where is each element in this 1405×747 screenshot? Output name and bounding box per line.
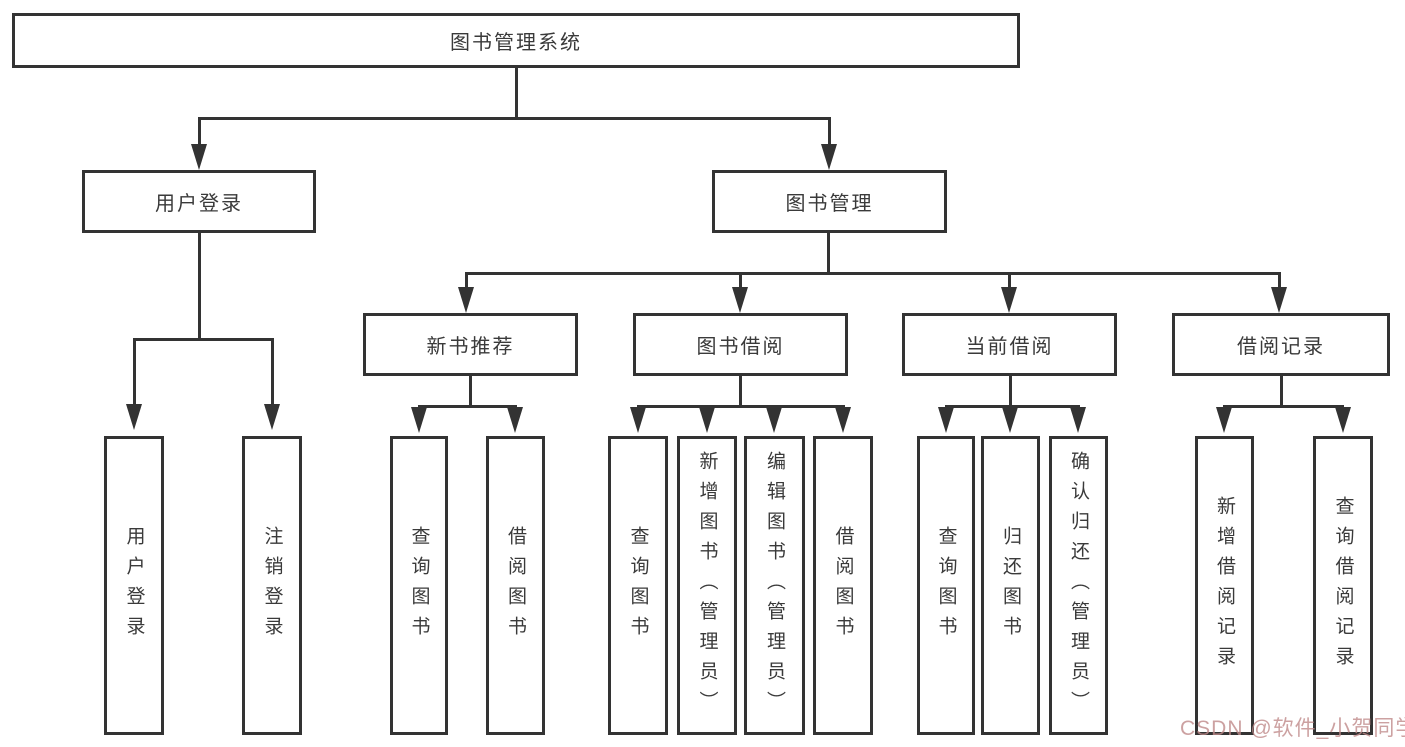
leaf-user-login-label: 用户登录 [123,525,145,646]
leaf-logout-login: 注销登录 [242,436,302,735]
connector [198,233,201,341]
node-borrowing-records: 借阅记录 [1172,313,1390,376]
node-book-management-label: 图书管理 [785,193,874,215]
node-new-book-recommend-label: 新书推荐 [426,336,515,358]
connector [1280,376,1283,407]
arrow-down-icon [411,407,427,433]
connector [637,405,845,408]
node-current-borrowing: 当前借阅 [902,313,1117,376]
watermark: CSDN @软件_小贺同学 [1180,717,1405,740]
leaf-bb-edit-books-label: 编辑图书（管理员） [764,450,785,721]
leaf-bb-edit-books: 编辑图书（管理员） [744,436,805,735]
connector [469,376,472,407]
leaf-logout-login-label: 注销登录 [261,525,283,646]
arrow-down-icon [821,144,837,170]
leaf-bb-add-books-label: 新增图书（管理员） [696,450,718,721]
arrow-down-icon [1216,407,1232,433]
connector [465,272,1281,275]
leaf-bb-query-books: 查询图书 [608,436,668,735]
leaf-nbr-borrow-books-label: 借阅图书 [505,525,526,646]
arrow-down-icon [1002,407,1018,433]
leaf-bb-borrow-books-label: 借阅图书 [832,525,854,646]
arrow-down-icon [1335,407,1351,433]
arrow-down-icon [835,407,851,433]
arrow-down-icon [191,144,207,170]
connector [418,405,517,408]
connector [271,338,274,406]
node-root-label: 图书管理系统 [450,32,582,54]
connector [739,272,742,288]
arrow-down-icon [938,407,954,433]
connector [1009,376,1012,407]
connector [1278,272,1281,288]
leaf-cb-return-books: 归还图书 [981,436,1040,735]
connector [198,117,831,120]
arrow-down-icon [264,404,280,430]
node-book-management: 图书管理 [712,170,947,233]
connector [828,117,831,147]
leaf-bb-add-books: 新增图书（管理员） [677,436,737,735]
leaf-cb-confirm-return: 确认归还（管理员） [1049,436,1108,735]
node-current-borrowing-label: 当前借阅 [965,336,1054,358]
leaf-cb-confirm-return-label: 确认归还（管理员） [1068,450,1089,721]
leaf-cb-query-books: 查询图书 [917,436,975,735]
arrow-down-icon [126,404,142,430]
connector [465,272,468,288]
leaf-nbr-query-books: 查询图书 [390,436,448,735]
connector [198,117,201,147]
connector [1008,272,1011,288]
leaf-bb-query-books-label: 查询图书 [627,525,649,646]
connector [739,376,742,407]
leaf-br-query-record-label: 查询借阅记录 [1332,495,1354,676]
leaf-user-login: 用户登录 [104,436,164,735]
leaf-nbr-query-books-label: 查询图书 [408,525,430,646]
leaf-bb-borrow-books: 借阅图书 [813,436,873,735]
arrow-down-icon [1001,287,1017,313]
leaf-nbr-borrow-books: 借阅图书 [486,436,545,735]
leaf-cb-return-books-label: 归还图书 [1000,525,1021,646]
arrow-down-icon [1271,287,1287,313]
arrow-down-icon [507,407,523,433]
node-borrowing-records-label: 借阅记录 [1237,336,1325,358]
leaf-cb-query-books-label: 查询图书 [935,525,957,646]
arrow-down-icon [699,407,715,433]
node-book-borrowing-label: 图书借阅 [696,336,785,358]
leaf-br-add-record-label: 新增借阅记录 [1214,495,1235,676]
connector [133,338,136,406]
arrow-down-icon [732,287,748,313]
connector [945,405,1080,408]
node-user-login-label: 用户登录 [155,193,243,215]
arrow-down-icon [766,407,782,433]
node-book-borrowing: 图书借阅 [633,313,848,376]
connector [1223,405,1344,408]
node-user-login: 用户登录 [82,170,316,233]
arrow-down-icon [630,407,646,433]
arrow-down-icon [1070,407,1086,433]
node-root: 图书管理系统 [12,13,1020,68]
connector [133,338,274,341]
leaf-br-add-record: 新增借阅记录 [1195,436,1254,735]
node-new-book-recommend: 新书推荐 [363,313,578,376]
connector [515,68,518,120]
arrow-down-icon [458,287,474,313]
leaf-br-query-record: 查询借阅记录 [1313,436,1373,735]
connector [827,233,830,275]
